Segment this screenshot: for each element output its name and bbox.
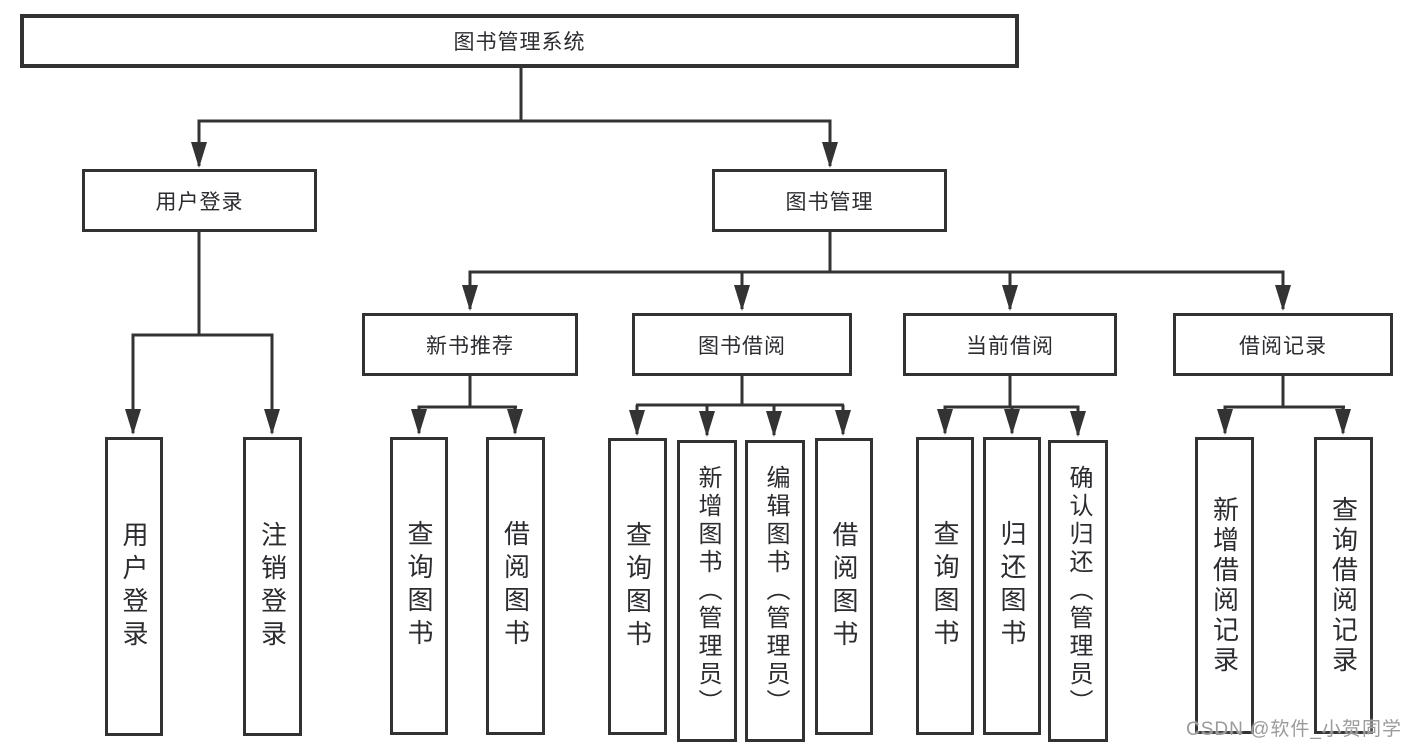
leaf-edit-book-admin: 编辑图书（管理员）: [745, 440, 805, 742]
node-book-borrowing: 图书借阅: [632, 313, 852, 376]
leaf-user-login: 用户登录: [105, 437, 163, 736]
leaf-query-books-1: 查询图书: [390, 437, 448, 735]
node-new-book-recommend: 新书推荐: [362, 313, 578, 376]
leaf-query-borrow-record: 查询借阅记录: [1314, 437, 1373, 734]
node-book-management: 图书管理: [712, 169, 947, 232]
leaf-query-books-2: 查询图书: [608, 438, 667, 735]
node-library-management-system: 图书管理系统: [20, 14, 1019, 68]
root-connectors: [191, 67, 838, 168]
node-current-borrowing: 当前借阅: [903, 313, 1117, 376]
current-borrow-connectors: [937, 376, 1086, 437]
borrow-records-connectors: [1217, 376, 1351, 435]
new-book-connectors: [411, 376, 523, 435]
leaf-confirm-return-admin: 确认归还（管理员）: [1048, 440, 1108, 742]
user-login-connectors: [125, 232, 280, 435]
book-borrow-connectors: [629, 376, 851, 437]
leaf-query-books-3: 查询图书: [916, 437, 974, 735]
leaf-add-book-admin: 新增图书（管理员）: [677, 440, 737, 742]
node-borrowing-records: 借阅记录: [1173, 313, 1393, 376]
leaf-borrow-books-2: 借阅图书: [815, 438, 873, 735]
node-user-login: 用户登录: [82, 169, 317, 232]
leaf-logout: 注销登录: [243, 437, 302, 736]
csdn-watermark: CSDN @软件_小贺同学: [1186, 719, 1402, 740]
leaf-add-borrow-record: 新增借阅记录: [1195, 437, 1254, 734]
book-mgmt-connectors: [462, 232, 1291, 311]
leaf-return-books: 归还图书: [983, 437, 1041, 735]
leaf-borrow-books-1: 借阅图书: [486, 437, 545, 735]
